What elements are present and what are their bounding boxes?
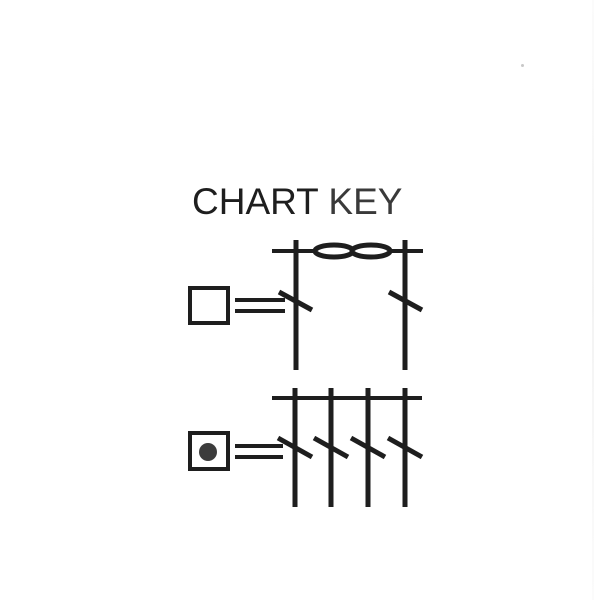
filled-dot-icon xyxy=(199,443,217,461)
scan-edge xyxy=(592,0,594,600)
title-chart-word: CHART xyxy=(192,181,319,222)
title-key-word: KEY xyxy=(328,181,403,222)
scan-speck xyxy=(521,64,524,67)
legend-row-1 xyxy=(188,240,424,370)
two-thread-pattern-icon xyxy=(272,240,424,370)
equals-sign-icon xyxy=(235,298,285,313)
legend-row-2 xyxy=(188,388,424,507)
four-thread-pattern-icon xyxy=(272,388,424,507)
equals-sign-icon xyxy=(235,444,283,459)
empty-square-icon xyxy=(188,286,230,325)
chain-link-icon xyxy=(312,242,393,260)
chart-key-title: CHART KEY xyxy=(192,180,402,224)
